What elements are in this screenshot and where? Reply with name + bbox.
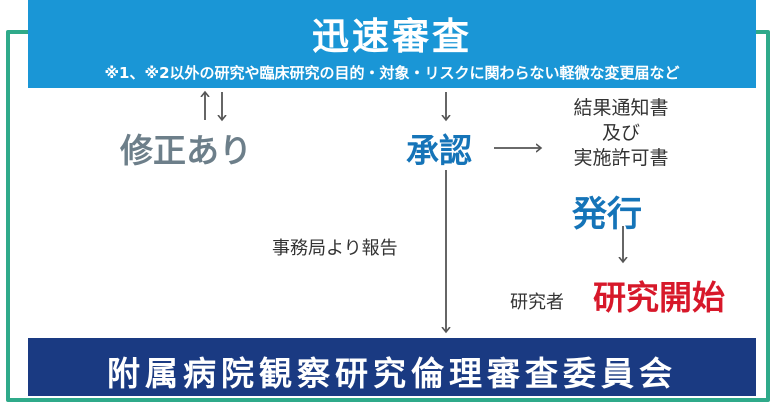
notice-line-1: 結果通知書 (573, 97, 669, 119)
researcher-label: 研究者 (510, 292, 564, 313)
issue-label: 発行 (572, 195, 643, 235)
revision-label: 修正あり (120, 131, 252, 170)
committee-box: 附属病院観察研究倫理審査委員会 (28, 338, 756, 396)
expedited-review-title: 迅速審査 (312, 15, 472, 58)
notice-line-2: 及び (601, 122, 640, 144)
expedited-review-box: 迅速審査 ※1、※2以外の研究や臨床研究の目的・対象・リスクに関わらない軽微な変… (28, 0, 756, 88)
committee-title: 附属病院観察研究倫理審査委員会 (107, 354, 677, 393)
report-label: 事務局より報告 (272, 238, 398, 259)
research-start-label: 研究開始 (593, 278, 725, 317)
expedited-review-subtitle: ※1、※2以外の研究や臨床研究の目的・対象・リスクに関わらない軽微な変更届など (104, 64, 680, 82)
notice-line-3: 実施許可書 (573, 147, 669, 169)
notice-document-labels: 結果通知書 及び 実施許可書 (552, 96, 690, 171)
approval-label: 承認 (406, 131, 472, 170)
